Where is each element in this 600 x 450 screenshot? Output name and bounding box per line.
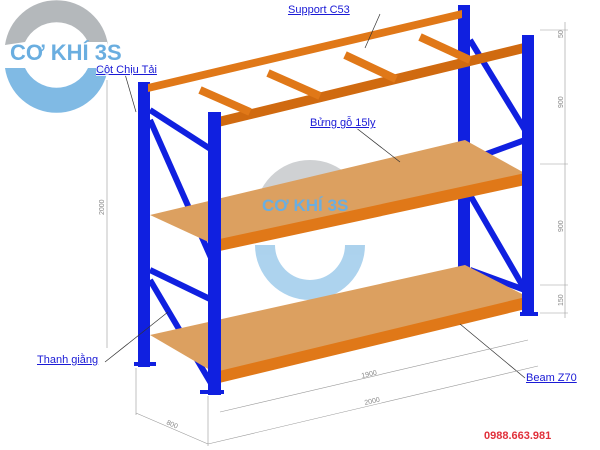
label-brace: Thanh giằng (37, 354, 99, 366)
top-level (148, 10, 528, 128)
label-support: Support C53 (288, 4, 350, 16)
label-beam: Beam Z70 (526, 372, 577, 384)
label-post: Cột Chịu Tải (96, 64, 157, 76)
phone-number: 0988.663.981 (484, 430, 552, 442)
leader-lines (104, 13, 526, 379)
dim-bottom-gap: 150 (558, 294, 565, 306)
front-left-post (208, 112, 221, 395)
logo-gear-icon (5, 0, 108, 113)
dim-depth: 800 (165, 419, 179, 430)
dim-level-upper: 900 (558, 96, 565, 108)
label-panel: Bửng gỗ 15ly (310, 117, 376, 129)
dim-total-height: 2000 (99, 199, 106, 215)
dim-outer-length: 2000 (364, 397, 381, 407)
logo-text-center: CƠ KHÍ 3S (262, 196, 349, 215)
front-right-post (522, 35, 534, 315)
dimension-lines (106, 22, 568, 446)
dim-inner-length: 1900 (361, 370, 378, 380)
dim-level-lower: 900 (558, 220, 565, 232)
dim-top-gap: 50 (558, 30, 565, 38)
bottom-shelf (150, 265, 530, 384)
middle-shelf (150, 140, 530, 252)
logo-text: CƠ KHÍ 3S (10, 40, 122, 65)
